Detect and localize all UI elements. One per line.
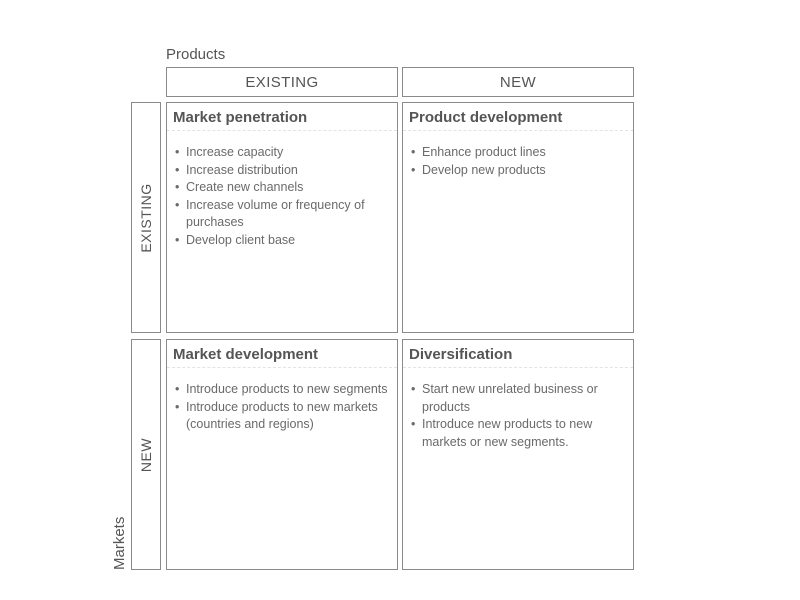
column-header-existing: EXISTING	[166, 67, 398, 97]
cell-title: Diversification	[403, 340, 633, 368]
cell-title: Product development	[403, 103, 633, 131]
row-header-existing: EXISTING	[131, 102, 161, 333]
bullet-list: Introduce products to new segments Intro…	[167, 368, 397, 434]
cell-diversification: Diversification Start new unrelated busi…	[402, 339, 634, 570]
cell-product-development: Product development Enhance product line…	[402, 102, 634, 333]
products-axis-title: Products	[166, 46, 226, 63]
list-item: Introduce products to new markets (count…	[173, 399, 391, 434]
bullet-list: Enhance product lines Develop new produc…	[403, 131, 633, 179]
list-item: Introduce products to new segments	[173, 381, 391, 399]
cell-title: Market development	[167, 340, 397, 368]
row-header-existing-label: EXISTING	[138, 182, 154, 253]
bullet-list: Increase capacity Increase distribution …	[167, 131, 397, 249]
list-item: Enhance product lines	[409, 144, 627, 162]
row-header-new-label: NEW	[138, 437, 154, 472]
markets-axis-title: Markets	[111, 516, 128, 570]
list-item: Increase volume or frequency of purchase…	[173, 197, 391, 232]
cell-market-penetration: Market penetration Increase capacity Inc…	[166, 102, 398, 333]
cell-title: Market penetration	[167, 103, 397, 131]
list-item: Develop client base	[173, 232, 391, 250]
cell-market-development: Market development Introduce products to…	[166, 339, 398, 570]
list-item: Increase distribution	[173, 162, 391, 180]
list-item: Start new unrelated business or products	[409, 381, 627, 416]
column-header-new: NEW	[402, 67, 634, 97]
list-item: Develop new products	[409, 162, 627, 180]
list-item: Increase capacity	[173, 144, 391, 162]
list-item: Introduce new products to new markets or…	[409, 416, 627, 451]
list-item: Create new channels	[173, 179, 391, 197]
bullet-list: Start new unrelated business or products…	[403, 368, 633, 451]
row-header-new: NEW	[131, 339, 161, 570]
